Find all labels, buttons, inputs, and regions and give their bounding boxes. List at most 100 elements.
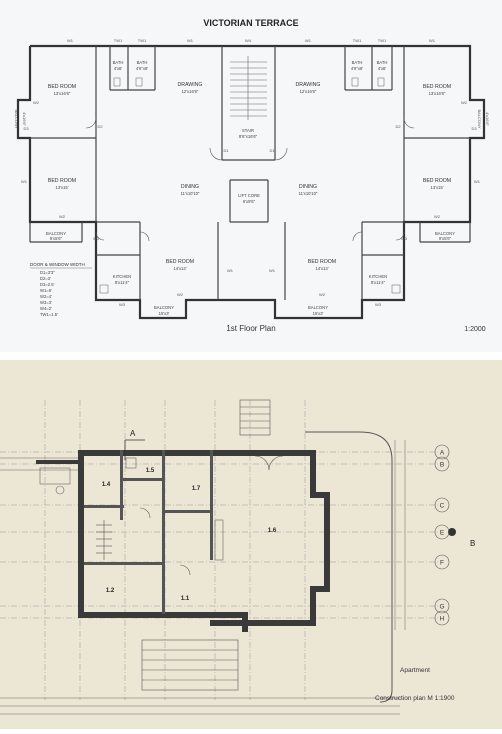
svg-text:8'6"x16'6": 8'6"x16'6"	[239, 134, 258, 139]
room-bath-l1: BATH	[113, 60, 124, 65]
svg-text:12'x16'6": 12'x16'6"	[300, 89, 317, 94]
grid-lines	[0, 400, 440, 700]
svg-text:W1: W1	[474, 179, 481, 184]
plan-title: VICTORIAN TERRACE	[203, 18, 298, 28]
fixtures-construction	[39, 457, 224, 561]
svg-text:15'x3': 15'x3'	[313, 311, 324, 316]
room-dining-right: DINING	[299, 184, 317, 190]
caption-apartment: Apartment	[400, 667, 430, 674]
room-balcony-bottom-left: BALCONY	[154, 305, 174, 310]
svg-text:6'x9'6": 6'x9'6"	[243, 199, 256, 204]
bath-fixtures	[99, 77, 401, 294]
svg-text:1.5: 1.5	[146, 468, 155, 474]
svg-text:W1: W1	[227, 268, 234, 273]
svg-text:W2: W2	[33, 100, 40, 105]
entrance-stairs	[141, 639, 239, 691]
svg-text:1.7: 1.7	[192, 486, 201, 492]
svg-text:TW1: TW1	[114, 38, 123, 43]
svg-text:W3: W3	[119, 302, 126, 307]
legend-heading: DOOR & WINDOW WIDTH	[30, 262, 85, 267]
svg-text:11'x10'10": 11'x10'10"	[181, 191, 200, 196]
svg-text:D3=2.5': D3=2.5'	[40, 282, 55, 287]
svg-text:1.6: 1.6	[268, 528, 277, 534]
room-kitchen-left: KITCHEN	[113, 274, 131, 279]
svg-text:W1: W1	[21, 179, 28, 184]
room-dining-left: DINING	[181, 184, 199, 190]
svg-text:D3: D3	[471, 126, 477, 131]
room-balcony-bottom-right: BALCONY	[308, 305, 328, 310]
room-numbers: 1.4 1.5 1.7 1.6 1.2 1.1	[102, 468, 277, 602]
construction-plan-drawing: A B A B C E F G H 1.4 1.5 1.7 1.6 1.2 1.…	[0, 399, 475, 715]
room-bath-r2: BATH	[377, 60, 388, 65]
svg-text:9'x5'6": 9'x5'6"	[439, 236, 452, 241]
svg-text:W2: W2	[461, 100, 468, 105]
svg-text:W3=3': W3=3'	[40, 300, 52, 305]
svg-text:W3: W3	[401, 236, 408, 241]
svg-text:W2: W2	[177, 292, 184, 297]
svg-text:D3: D3	[23, 126, 29, 131]
grid-bubbles: A B C E F G H	[434, 444, 450, 626]
dimension-lines	[0, 440, 406, 715]
svg-text:W2: W2	[319, 292, 326, 297]
svg-text:E: E	[440, 530, 445, 537]
room-bed-mid-right: BED ROOM	[423, 178, 451, 184]
plan-subtitle: 1st Floor Plan	[226, 324, 275, 333]
svg-text:W1: W1	[305, 38, 312, 43]
door-swings	[85, 117, 415, 242]
svg-text:4'x16'6": 4'x16'6"	[485, 112, 490, 126]
construction-plan-panel: A B A B C E F G H 1.4 1.5 1.7 1.6 1.2 1.…	[0, 360, 502, 729]
svg-text:W3: W3	[93, 236, 100, 241]
window-door-marks: W1 TW1 TW1 W1 W4 W1 TW1 TW1 W1 W2 W2 D3 …	[21, 38, 481, 307]
room-drawing-right: DRAWING	[296, 82, 321, 88]
svg-text:8'x11'4": 8'x11'4"	[115, 280, 130, 285]
svg-text:TW1: TW1	[353, 38, 362, 43]
svg-text:13'x16'6": 13'x16'6"	[54, 91, 71, 96]
svg-text:W1: W1	[269, 268, 276, 273]
svg-text:TW1=1.5': TW1=1.5'	[40, 312, 58, 317]
svg-text:D1=3'3": D1=3'3"	[40, 270, 55, 275]
interior-walls	[29, 46, 471, 300]
room-bed-bottom-right: BED ROOM	[308, 259, 336, 265]
door-window-legend: DOOR & WINDOW WIDTH D1=3'3" D2=3' D3=2.5…	[30, 262, 92, 317]
stair-treads	[230, 56, 267, 120]
svg-text:13'x15': 13'x15'	[55, 185, 68, 190]
section-marker-b: B	[448, 528, 475, 548]
plan-scale: 1:2000	[464, 326, 486, 333]
svg-text:W4: W4	[245, 38, 252, 43]
svg-text:13'x15': 13'x15'	[430, 185, 443, 190]
svg-text:A: A	[440, 450, 445, 457]
room-balcony-mid-left: BALCONY	[46, 231, 66, 236]
room-bed-bottom-left: BED ROOM	[166, 259, 194, 265]
room-bed-top-left: BED ROOM	[48, 84, 76, 90]
svg-text:H: H	[440, 616, 445, 623]
svg-text:14'x13': 14'x13'	[315, 266, 328, 271]
svg-text:W2=4': W2=4'	[40, 294, 52, 299]
svg-text:8'x11'4": 8'x11'4"	[371, 280, 386, 285]
room-bath-l2: BATH	[137, 60, 148, 65]
svg-text:F: F	[440, 560, 444, 567]
svg-text:W4=2': W4=2'	[40, 306, 52, 311]
svg-text:W3: W3	[375, 302, 382, 307]
section-marker-a: A	[124, 429, 145, 460]
svg-text:W1=6': W1=6'	[40, 288, 52, 293]
svg-text:W2: W2	[59, 214, 66, 219]
svg-text:A: A	[130, 429, 136, 438]
svg-text:W1: W1	[67, 38, 74, 43]
room-drawing-left: DRAWING	[178, 82, 203, 88]
svg-text:D1: D1	[269, 148, 275, 153]
interior-stair	[96, 520, 112, 560]
svg-text:9'x5'6": 9'x5'6"	[50, 236, 63, 241]
svg-text:D1: D1	[223, 148, 229, 153]
terrace-outline	[305, 431, 393, 703]
room-balcony-mid-right: BALCONY	[435, 231, 455, 236]
svg-text:D2: D2	[97, 124, 103, 129]
thick-walls	[36, 450, 330, 632]
room-kitchen-right: KITCHEN	[369, 274, 387, 279]
door-swings-construction	[139, 455, 284, 576]
svg-text:C: C	[440, 503, 445, 510]
svg-text:4'6"x8': 4'6"x8'	[351, 66, 363, 71]
room-bed-top-right: BED ROOM	[423, 84, 451, 90]
svg-text:4'x8': 4'x8'	[378, 66, 387, 71]
svg-text:13'x16'6": 13'x16'6"	[429, 91, 446, 96]
svg-text:W1: W1	[429, 38, 436, 43]
